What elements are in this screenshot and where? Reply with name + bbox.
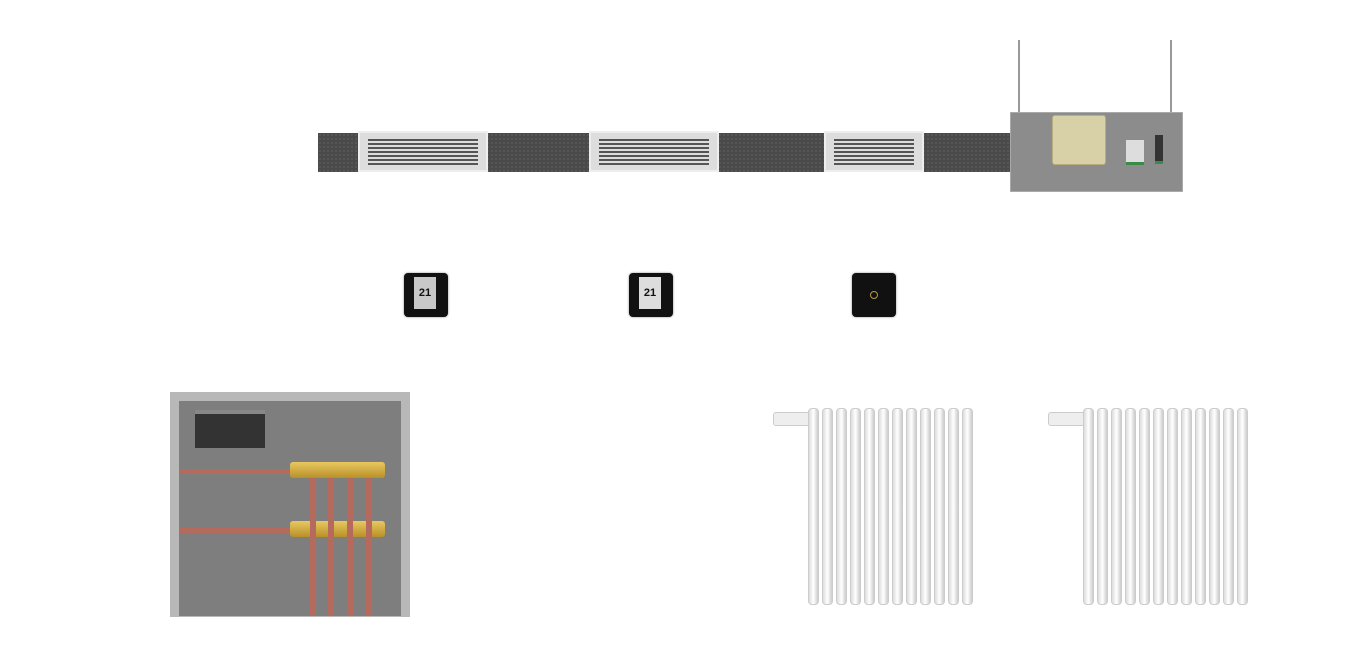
junction-box [1052, 115, 1106, 165]
hanging-rod [1018, 40, 1020, 114]
circuit-pipe [366, 478, 372, 616]
air-grille-3[interactable] [824, 131, 924, 172]
minimal-thermostat[interactable] [852, 273, 896, 317]
air-grille-1[interactable] [358, 131, 488, 172]
radiator-2[interactable] [1083, 408, 1248, 605]
wireless-module [1155, 135, 1163, 164]
supply-manifold [290, 462, 385, 478]
power-icon [870, 291, 878, 299]
circuit-pipe [347, 478, 353, 616]
control-module [1126, 140, 1144, 165]
thermostat-display: 21 [639, 277, 661, 309]
lcd-thermostat[interactable]: 21 [629, 273, 673, 317]
thermostatic-valve[interactable] [1048, 412, 1086, 426]
thermostatic-valve[interactable] [773, 412, 811, 426]
return-pipe [179, 528, 294, 533]
zone-controller[interactable] [195, 410, 265, 448]
circuit-pipe [310, 478, 316, 616]
hanging-rod [1170, 40, 1172, 114]
supply-pipe [179, 469, 294, 474]
touch-thermostat[interactable]: 21 [404, 273, 448, 317]
thermostat-display: 21 [414, 277, 436, 309]
air-grille-2[interactable] [589, 131, 719, 172]
radiator-1[interactable] [808, 408, 973, 605]
circuit-pipe [328, 478, 334, 616]
